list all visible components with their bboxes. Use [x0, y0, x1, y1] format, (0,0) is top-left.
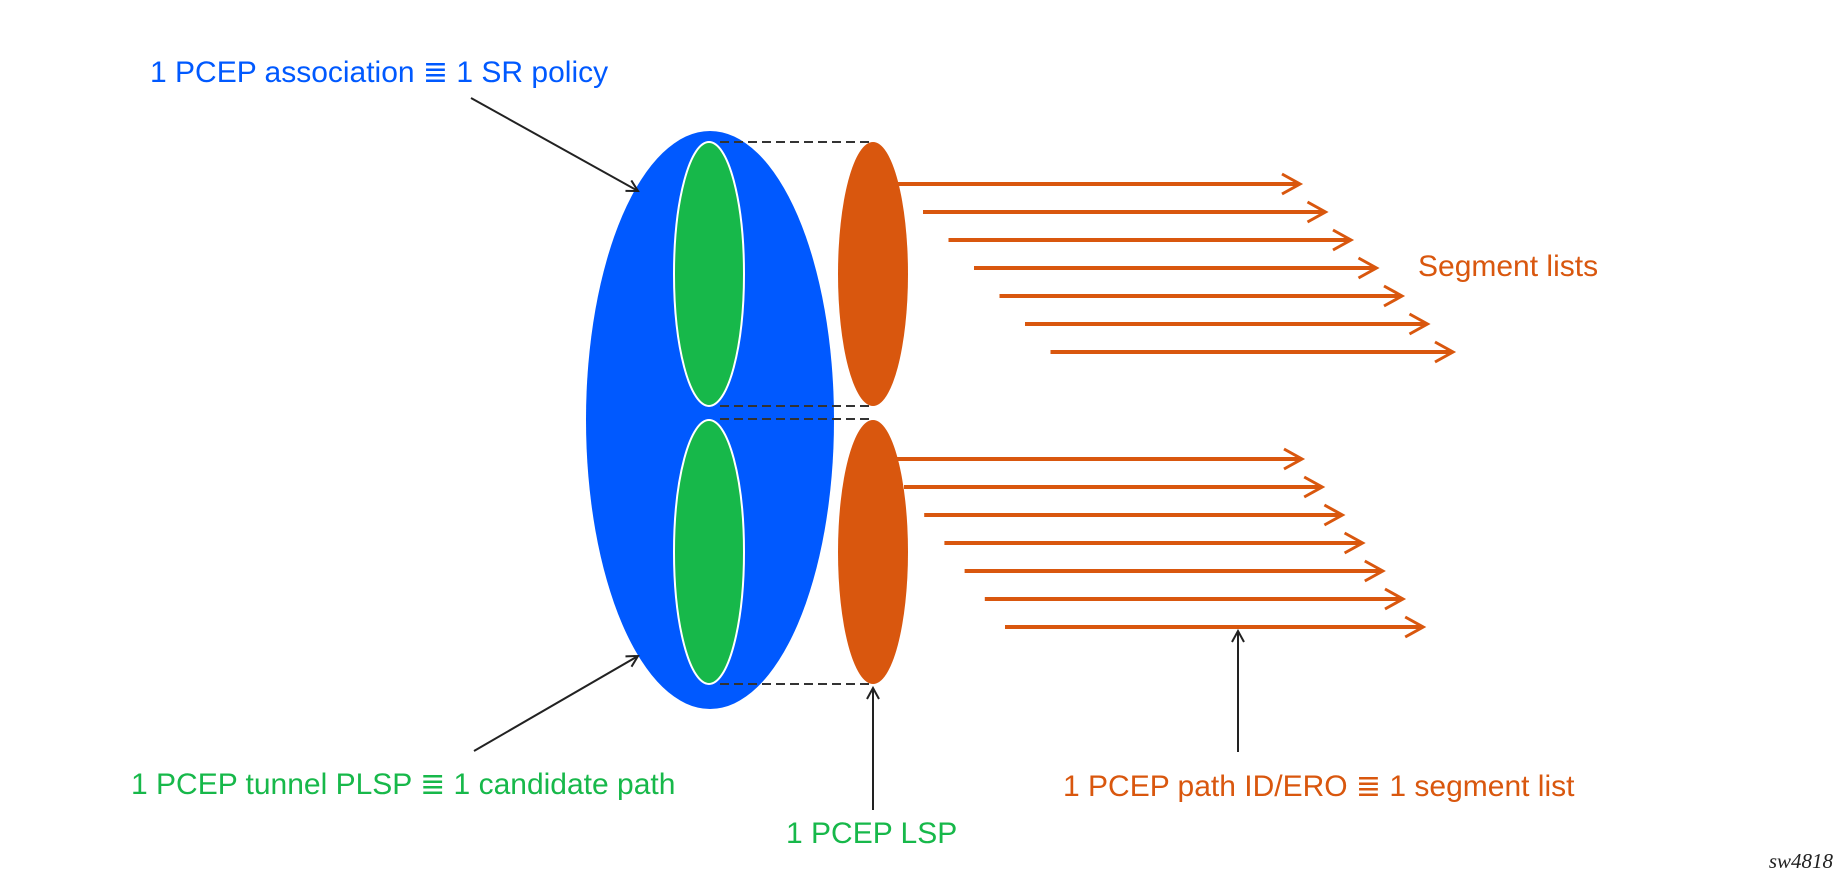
lsp-label: 1 PCEP LSP — [786, 817, 957, 850]
segment-list-arrowhead-icon — [1408, 312, 1431, 336]
lsp-ellipse-1 — [838, 142, 908, 406]
pointer-arrow-tunnel — [473, 656, 638, 752]
pointer-arrow-association — [470, 97, 638, 191]
segment-list-arrowhead-icon — [1404, 615, 1427, 639]
segment-list-arrowhead-icon — [1323, 503, 1346, 527]
segment-list-arrowhead-icon — [1343, 531, 1366, 555]
segment-list-arrowhead-icon — [1283, 447, 1306, 471]
segment-list-arrowhead-icon — [1303, 475, 1326, 499]
segment-list-arrowhead-icon — [1383, 284, 1406, 308]
candidate-path-ellipse-2 — [673, 419, 745, 685]
segment-lists-label: Segment lists — [1418, 250, 1598, 283]
segment-list-arrows — [897, 172, 1457, 639]
segment-list-arrowhead-icon — [1357, 256, 1380, 280]
segment-list-arrowhead-icon — [1281, 172, 1304, 196]
segment-list-arrowhead-icon — [1364, 559, 1386, 583]
dashed-connectors — [720, 141, 870, 685]
association-label: 1 PCEP association ≣ 1 SR policy — [150, 56, 608, 89]
segment-list-arrowhead-icon — [1306, 200, 1329, 224]
figure-id-watermark: sw4818 — [1769, 849, 1834, 873]
tunnel-label: 1 PCEP tunnel PLSP ≣ 1 candidate path — [131, 768, 675, 801]
candidate-path-ellipse-1 — [673, 141, 745, 407]
lsp-ellipse-2 — [838, 420, 908, 684]
path-id-label: 1 PCEP path ID/ERO ≣ 1 segment list — [1063, 770, 1575, 803]
segment-list-arrowhead-icon — [1434, 340, 1457, 364]
segment-list-arrowhead-icon — [1332, 228, 1355, 252]
segment-list-arrowhead-icon — [1384, 587, 1407, 611]
